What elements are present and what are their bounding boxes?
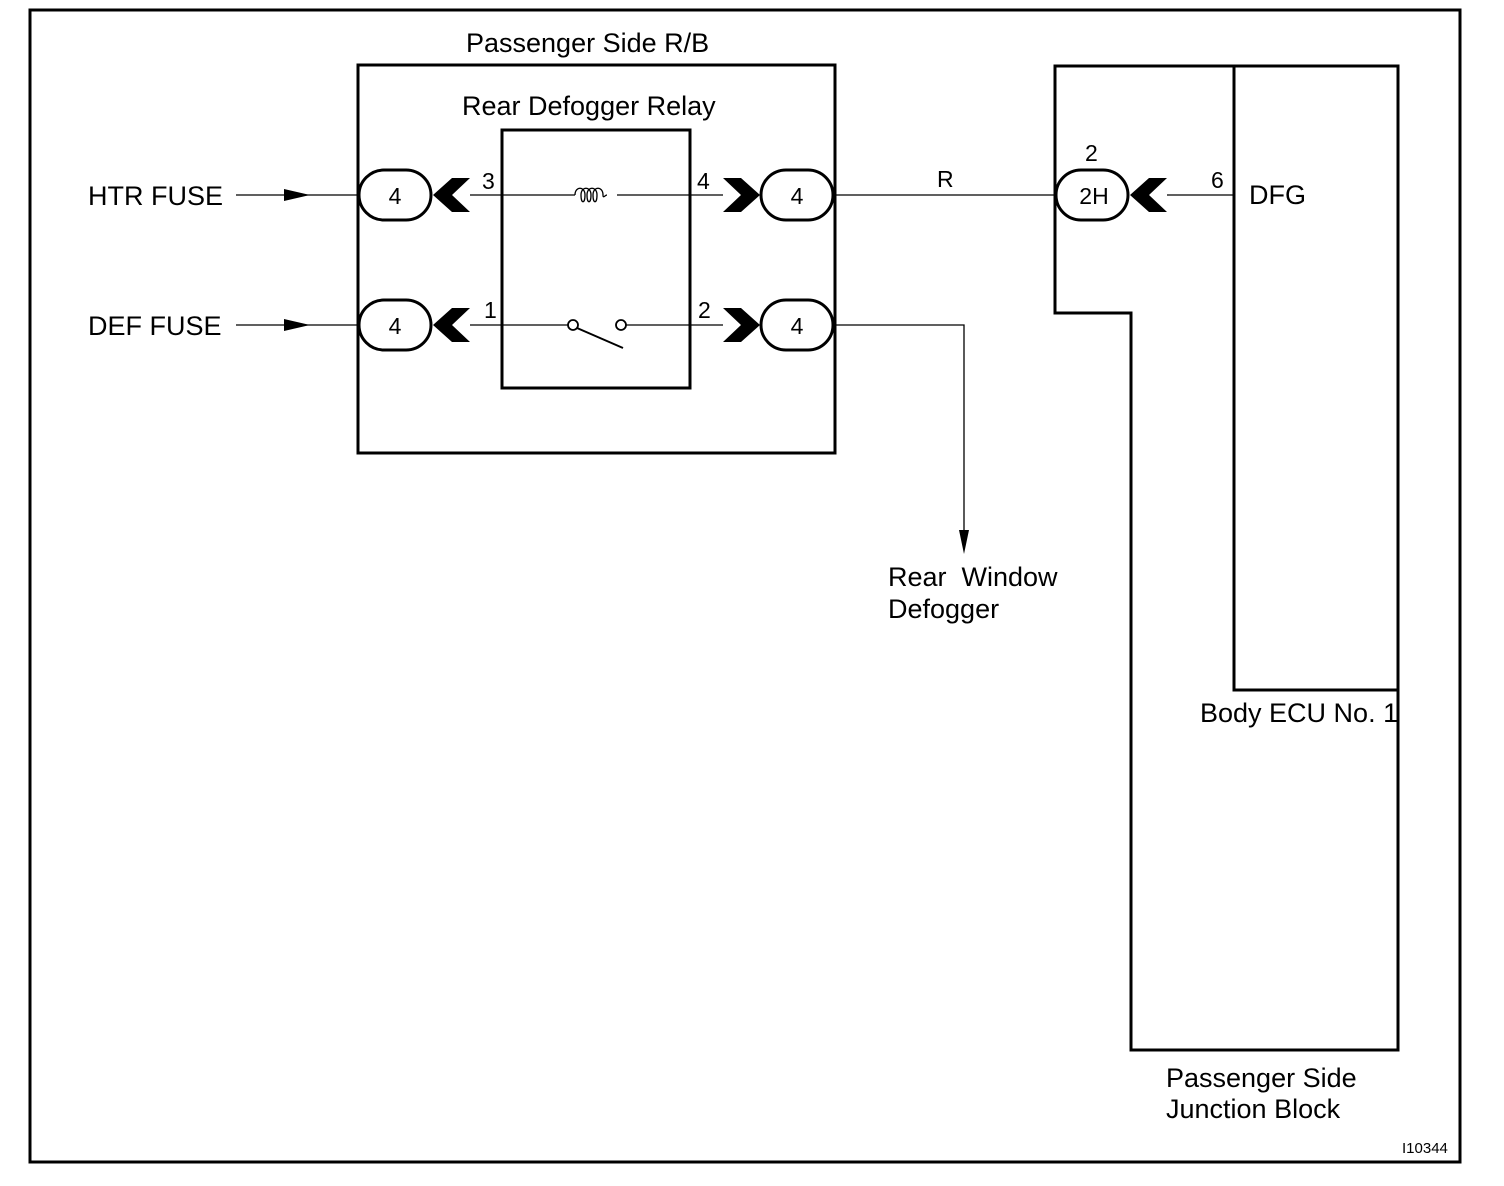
htr-fuse-arrow [284, 189, 310, 201]
figure-code: I10344 [1402, 1140, 1448, 1157]
htr-fuse-label: HTR FUSE [88, 181, 223, 211]
chevron-junction-icon [1130, 178, 1167, 212]
relay-pin-1: 1 [484, 297, 497, 323]
junction-block-label-line2: Junction Block [1166, 1094, 1341, 1124]
relay-switch-icon [567, 319, 627, 349]
defogger-label-line2: Defogger [888, 594, 999, 624]
wire-color-label: R [937, 166, 954, 192]
rb-connector-right-top [759, 168, 835, 222]
jb-connector-2h [1054, 168, 1130, 222]
jb-connector-2h-label: 2H [1079, 183, 1108, 209]
def-fuse-arrow [284, 319, 310, 331]
chevron-right-bottom-icon [723, 308, 760, 342]
rb-connector-right-bottom [759, 298, 835, 352]
junction-block-label-line1: Passenger Side [1166, 1063, 1357, 1093]
relay-pin-3: 3 [482, 168, 495, 194]
chevron-left-bottom-icon [433, 308, 470, 342]
jb-connector-pin: 2 [1085, 140, 1098, 166]
ecu-pin-6: 6 [1211, 167, 1224, 193]
rb-connector-right-bottom-label: 4 [791, 313, 804, 339]
def-fuse-label: DEF FUSE [88, 311, 222, 341]
defogger-arrow-icon [959, 530, 969, 554]
relay-box [356, 63, 837, 455]
relay-body [500, 128, 692, 390]
rb-connector-left-top [357, 168, 433, 222]
relay-pin-2: 2 [698, 297, 711, 323]
defogger-wire [835, 324, 965, 535]
rb-connector-left-bottom [357, 298, 433, 352]
body-ecu [1232, 64, 1400, 692]
relay-coil-icon [574, 187, 608, 203]
defogger-label-line1: Rear Window [888, 562, 1058, 592]
chevron-left-top-icon [433, 178, 470, 212]
relay-box-title: Passenger Side R/B [466, 28, 709, 58]
ecu-terminal-dfg: DFG [1249, 180, 1306, 210]
body-ecu-label: Body ECU No. 1 [1200, 698, 1398, 728]
rb-connector-right-top-label: 4 [791, 183, 804, 209]
rb-connector-left-bottom-label: 4 [389, 313, 402, 339]
relay-pin-4: 4 [697, 168, 710, 194]
diagram-frame [28, 8, 1462, 1164]
rb-connector-left-top-label: 4 [389, 183, 402, 209]
chevron-right-top-icon [723, 178, 760, 212]
relay-title: Rear Defogger Relay [462, 91, 716, 121]
